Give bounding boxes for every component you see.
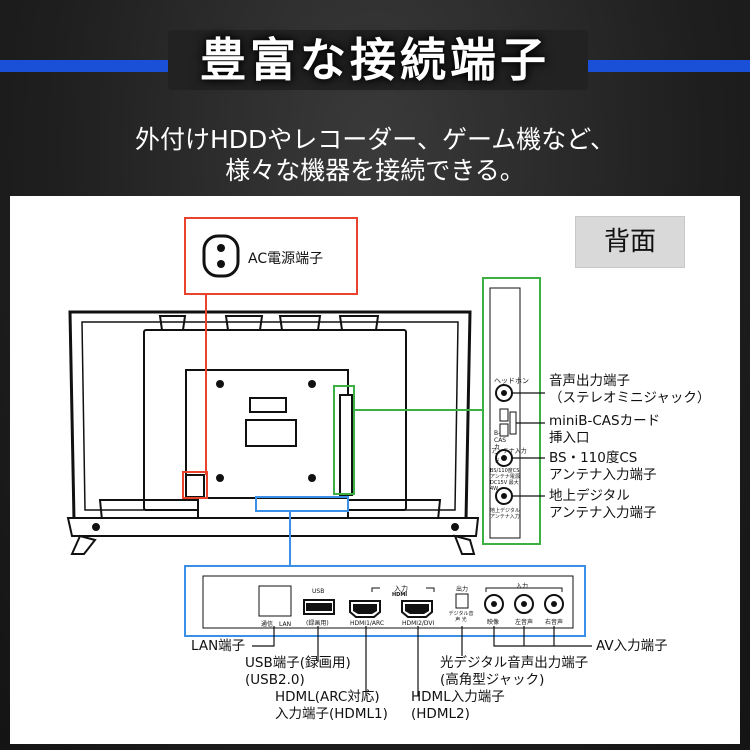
side-jacks bbox=[495, 384, 517, 505]
usb-callout-1: USB端子(録画用) bbox=[245, 655, 351, 671]
ac-socket-icon bbox=[202, 234, 240, 278]
hdmi2-callout-2: (HDML2) bbox=[411, 706, 470, 722]
lan-port-text: 通信 LAN bbox=[261, 621, 292, 628]
terrestrial-label-2: アンテナ入力端子 bbox=[549, 505, 657, 521]
av-header-text: 入力 bbox=[516, 583, 529, 590]
audio-r-text: 右音声 bbox=[545, 619, 564, 626]
bs-in-label-2: アンテナ入力端子 bbox=[549, 467, 657, 483]
optical-callout-2: (高角型ジャック) bbox=[440, 672, 545, 688]
right-leaders bbox=[512, 392, 545, 497]
lan-callout: LAN端子 bbox=[191, 638, 246, 654]
title-band-cover bbox=[168, 30, 588, 90]
hdmi1-callout-1: HDML(ARC対応) bbox=[275, 689, 380, 705]
side-panel-inner bbox=[489, 287, 521, 539]
card-text: B-CAS カード bbox=[494, 430, 507, 465]
subtitle-line2: 様々な機器を接続できる。 bbox=[225, 156, 525, 185]
audio-out-label-1: 音声出力端子 bbox=[549, 373, 630, 389]
bs-in-label-1: BS・110度CS bbox=[549, 450, 638, 466]
input-header-text: 入力 bbox=[394, 585, 408, 593]
subtitle-line1: 外付けHDDやレコーダー、ゲーム機など、 bbox=[134, 125, 616, 154]
usb-sub-text: (録画用) bbox=[306, 620, 329, 627]
hdmi1-text: HDMI1/ARC bbox=[350, 620, 385, 627]
card-slot-label-2: 挿入口 bbox=[549, 430, 590, 446]
terrestrial-text: 地上デジタル アンテナ入力 bbox=[490, 508, 520, 520]
ac-power-label: AC電源端子 bbox=[248, 251, 324, 267]
optical-text: デジタル音声 光 bbox=[448, 611, 474, 623]
hdmi2-text: HDMI2/DVI bbox=[402, 620, 435, 627]
av-callout: AV入力端子 bbox=[596, 638, 668, 654]
hdmi2-callout-1: HDML入力端子 bbox=[411, 689, 505, 705]
hdmi-logo: HDMI bbox=[392, 592, 408, 598]
bottom-leaders bbox=[252, 626, 592, 696]
tv-body bbox=[66, 310, 480, 555]
usb-port-text: USB bbox=[312, 588, 325, 595]
back-badge: 背面 bbox=[575, 216, 685, 268]
hdmi1-callout-2: 入力端子(HDML1) bbox=[275, 706, 388, 722]
optical-callout-1: 光デジタル音声出力端子 bbox=[440, 655, 589, 671]
output-header-text: 出力 bbox=[456, 586, 469, 593]
antenna-text: アンテナ入力 bbox=[491, 448, 527, 455]
usb-callout-2: (USB2.0) bbox=[245, 672, 305, 688]
bottom-ports bbox=[258, 585, 564, 618]
audio-l-text: 左音声 bbox=[515, 619, 534, 626]
card-slot-label-1: miniB-CASカード bbox=[549, 413, 661, 429]
video-text: 映像 bbox=[487, 619, 500, 626]
audio-out-label-2: （ステレオミニジャック） bbox=[549, 390, 711, 406]
bs-text: BS/110度CS アンテナ電源 DC15V 最大 4W bbox=[490, 468, 520, 492]
terrestrial-label-1: 地上デジタル bbox=[549, 488, 630, 504]
headphone-text: ヘッドホン bbox=[494, 377, 529, 385]
bottom-panel-inner bbox=[202, 575, 574, 629]
headline: 豊富な接続端子 bbox=[200, 33, 550, 87]
